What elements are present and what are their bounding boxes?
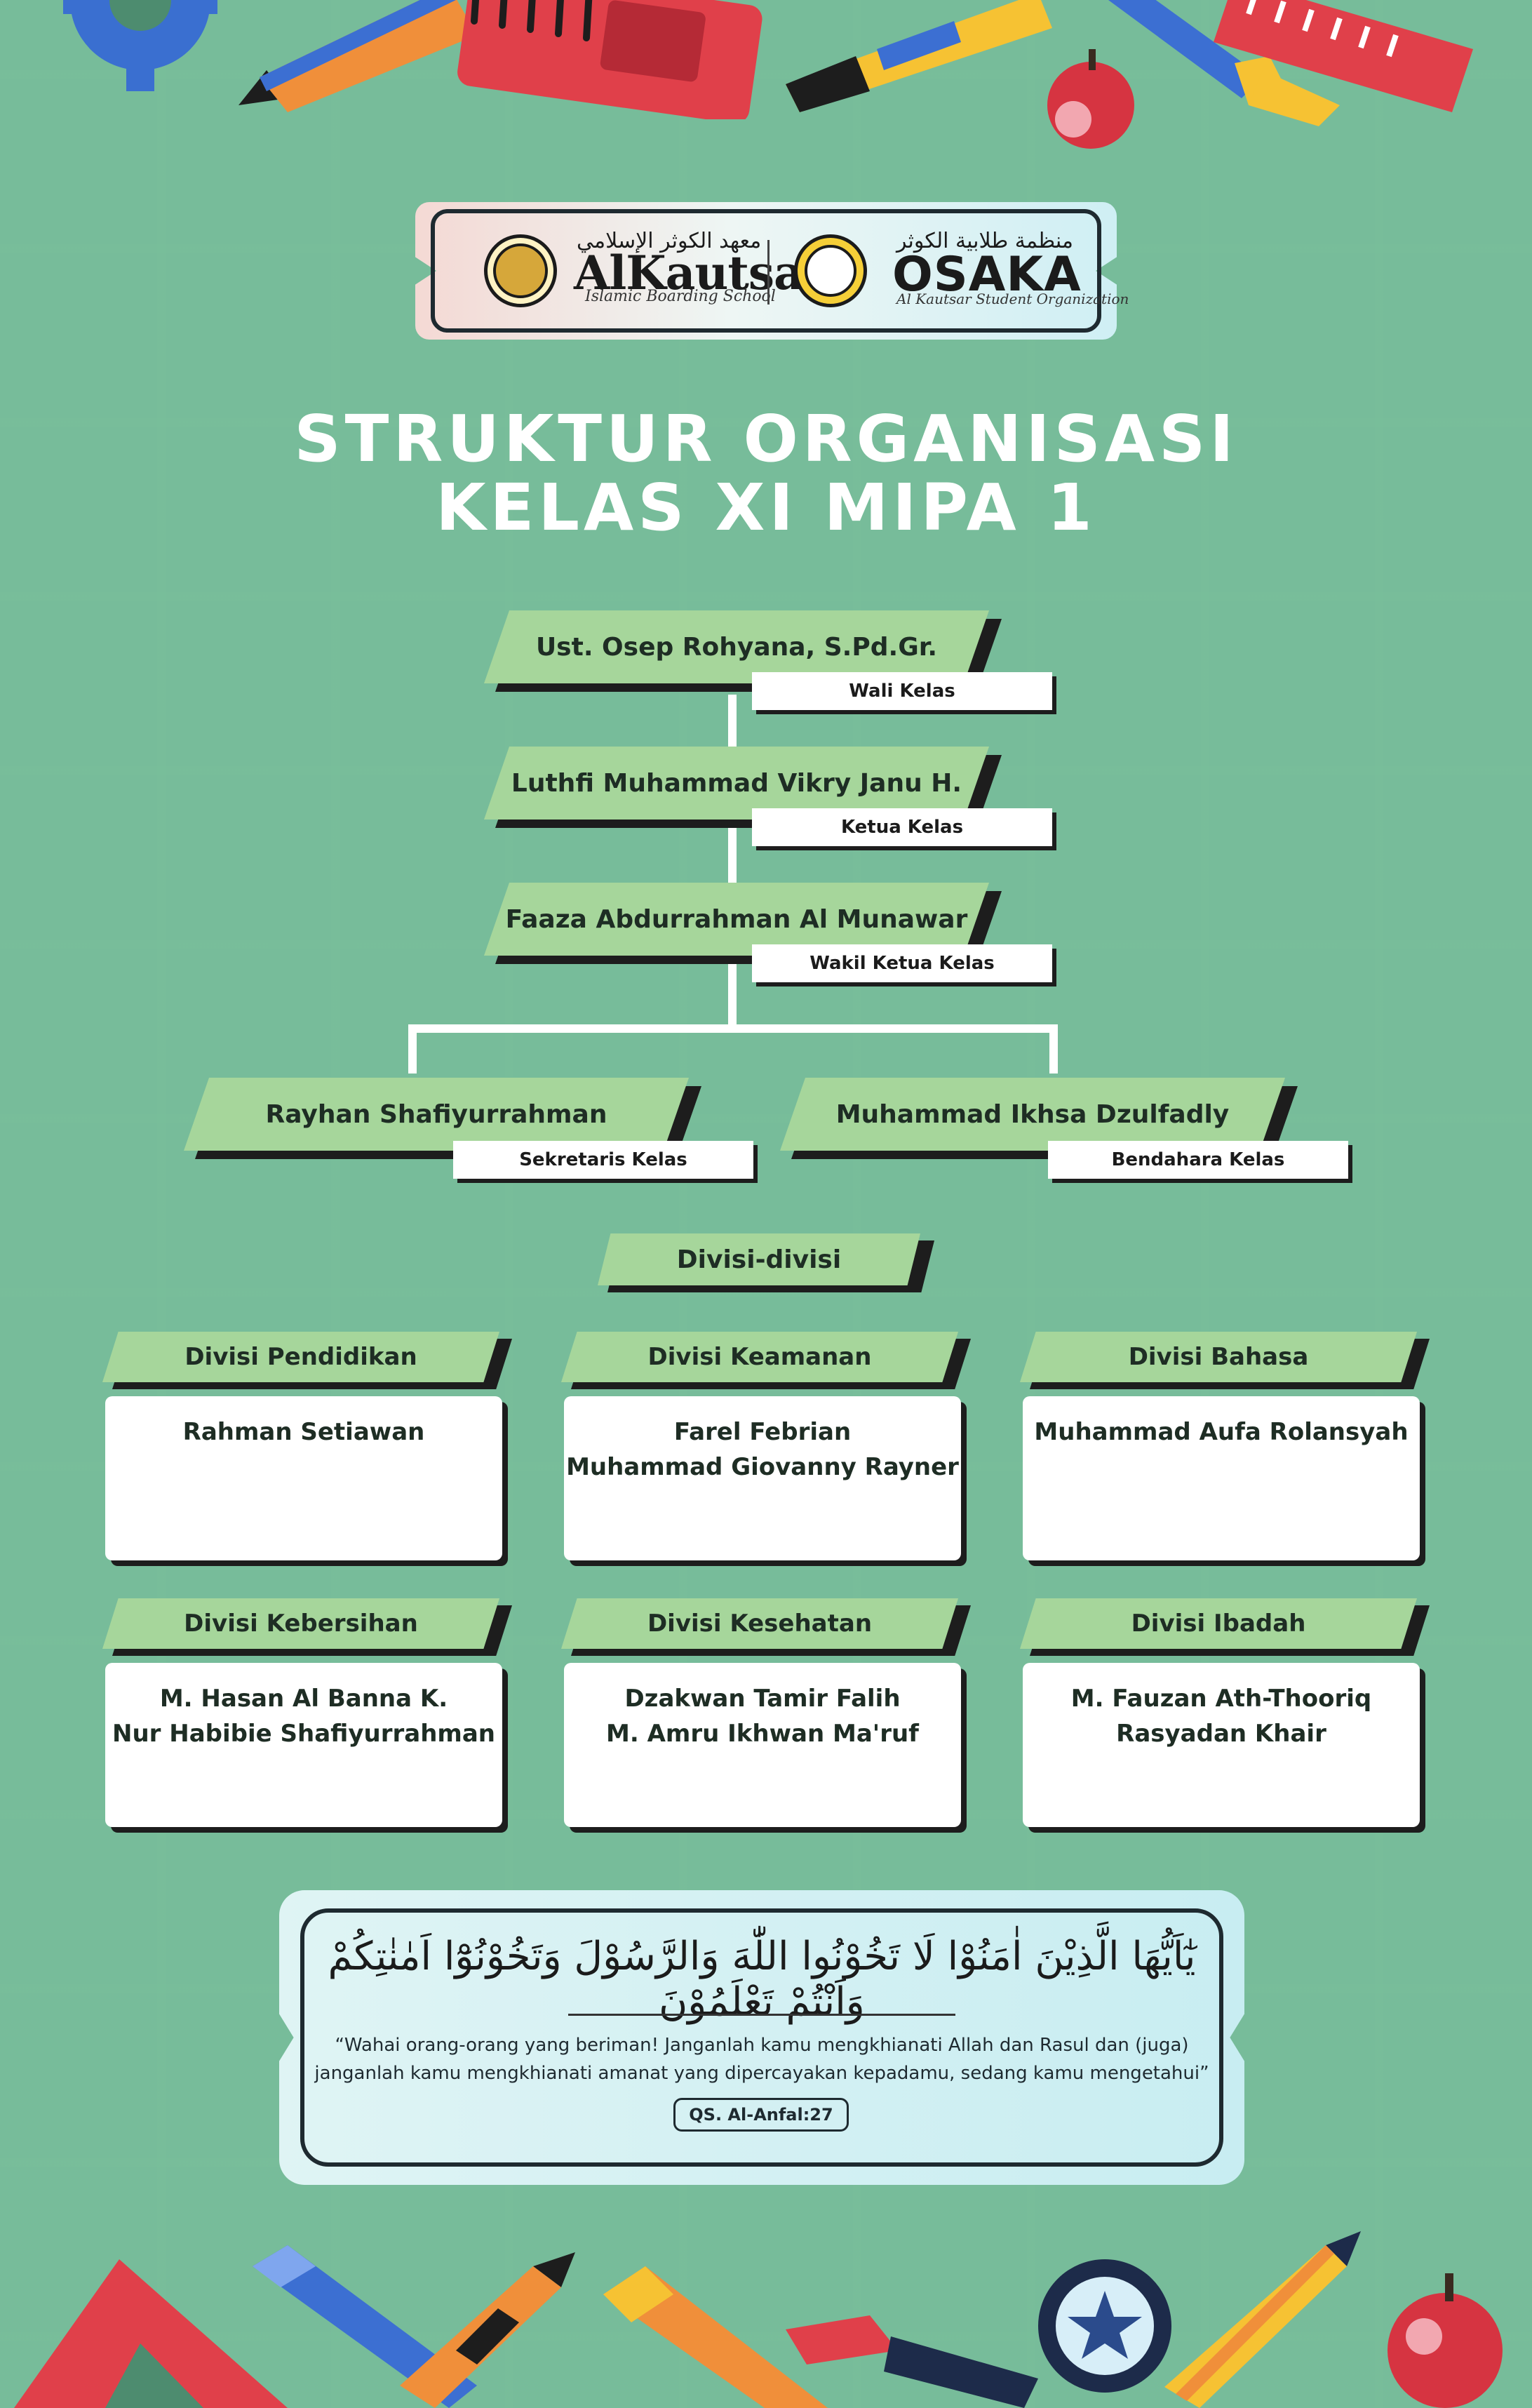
alkautsar-logo-icon — [484, 234, 557, 307]
verse-translation-line-1: “Wahai orang-orang yang beriman! Janganl… — [335, 2035, 1189, 2056]
sekretaris-role-label: Sekretaris Kelas — [453, 1141, 753, 1179]
division-2-member-1: Farel Febrian — [673, 1418, 852, 1446]
alkautsar-subtitle: Islamic Boarding School — [585, 288, 776, 305]
division-2-member-2: Muhammad Giovanny Rayner — [566, 1453, 959, 1481]
paintbrush-bottom-icon — [786, 2315, 1038, 2408]
ketua-name-plate: Luthfi Muhammad Vikry Janu H. — [484, 747, 989, 820]
verse-arabic-text: يٰٓاَيُّهَا الَّذِيْنَ اٰمَنُوْا لَا تَخ… — [328, 1934, 1196, 2025]
wakil-role-label: Wakil Ketua Kelas — [752, 944, 1052, 982]
badge-star-icon — [1038, 2259, 1171, 2393]
osaka-logo-icon — [794, 234, 867, 307]
connector-left-drop — [408, 1024, 417, 1073]
wakil-name-plate: Faaza Abdurrahman Al Munawar — [484, 883, 989, 956]
highlighter-icon — [603, 2266, 828, 2408]
division-4-card: M. Hasan Al Banna K. Nur Habibie Shafiyu… — [105, 1663, 502, 1827]
connector-vertical-top — [728, 695, 737, 1024]
division-6-member-1: M. Fauzan Ath-Thooriq — [1070, 1685, 1372, 1713]
division-5-member-1: Dzakwan Tamir Falih — [624, 1685, 901, 1713]
division-1-member-1: Rahman Setiawan — [182, 1418, 425, 1446]
division-1-title: Divisi Pendidikan — [102, 1332, 499, 1382]
division-3-card: Muhammad Aufa Rolansyah — [1023, 1396, 1420, 1560]
division-6-card: M. Fauzan Ath-Thooriq Rasyadan Khair — [1023, 1663, 1420, 1827]
ketua-role-label: Ketua Kelas — [752, 808, 1052, 846]
gear-icon — [63, 0, 217, 91]
notebook-icon — [457, 0, 762, 119]
division-4-title: Divisi Kebersihan — [102, 1598, 499, 1649]
bendahara-name-plate: Muhammad Ikhsa Dzulfadly — [780, 1078, 1285, 1151]
page-title-line-2: KELAS XI MIPA 1 — [436, 470, 1096, 545]
verse-reference-badge: QS. Al-Anfal:27 — [673, 2098, 849, 2132]
set-square-icon — [14, 2259, 288, 2408]
osaka-subtitle: Al Kautsar Student Organization — [896, 290, 1129, 307]
ruler-icon — [1214, 0, 1473, 112]
verse-translation-line-2: janganlah kamu mengkhianati amanat yang … — [314, 2063, 1209, 2084]
connector-right-drop — [1049, 1024, 1058, 1073]
division-5-card: Dzakwan Tamir Falih M. Amru Ikhwan Ma'ru… — [564, 1663, 961, 1827]
bendahara-role-label: Bendahara Kelas — [1048, 1141, 1348, 1179]
alkautsar-arabic-name: معهد الكوثر الإسلامي — [577, 229, 762, 253]
osaka-name: OSAKA — [892, 247, 1082, 302]
division-1-card: Rahman Setiawan — [105, 1396, 502, 1560]
division-6-title: Divisi Ibadah — [1020, 1598, 1417, 1649]
division-3-member-1: Muhammad Aufa Rolansyah — [1034, 1418, 1409, 1446]
apple-bottom-icon — [1387, 2273, 1503, 2408]
yellow-pencil-icon — [1164, 2231, 1361, 2408]
division-3-title: Divisi Bahasa — [1020, 1332, 1417, 1382]
division-6-member-2: Rasyadan Khair — [1116, 1720, 1326, 1748]
verse-panel-frame — [300, 1908, 1223, 2167]
division-2-title: Divisi Keamanan — [561, 1332, 958, 1382]
alkautsar-name: AlKautsar — [574, 246, 828, 300]
connector-horizontal — [408, 1024, 1058, 1033]
division-4-member-1: M. Hasan Al Banna K. — [159, 1685, 448, 1713]
apple-icon — [1047, 49, 1134, 149]
pen-icon — [786, 0, 1052, 112]
logo-banner-frame — [431, 209, 1101, 333]
sekretaris-name-plate: Rayhan Shafiyurrahman — [184, 1078, 689, 1151]
wali-name-plate: Ust. Osep Rohyana, S.Pd.Gr. — [484, 610, 989, 683]
marker-icon — [238, 0, 477, 112]
divisions-heading: Divisi-divisi — [598, 1233, 920, 1285]
division-5-member-2: M. Amru Ikhwan Ma'ruf — [606, 1720, 919, 1748]
wali-role-label: Wali Kelas — [752, 672, 1052, 710]
verse-divider — [568, 2014, 955, 2016]
verse-panel — [279, 1890, 1244, 2185]
division-5-title: Divisi Kesehatan — [561, 1598, 958, 1649]
pencil-icon — [400, 2252, 575, 2408]
banner-divider — [767, 240, 770, 305]
division-2-card: Farel Febrian Muhammad Giovanny Rayner — [564, 1396, 961, 1560]
paintbrush-icon — [1108, 0, 1340, 126]
division-4-member-2: Nur Habibie Shafiyurrahman — [112, 1720, 495, 1748]
page-title-line-1: STRUKTUR ORGANISASI — [294, 401, 1238, 476]
osaka-arabic-name: منظمة طلابية الكوثر — [896, 229, 1073, 253]
